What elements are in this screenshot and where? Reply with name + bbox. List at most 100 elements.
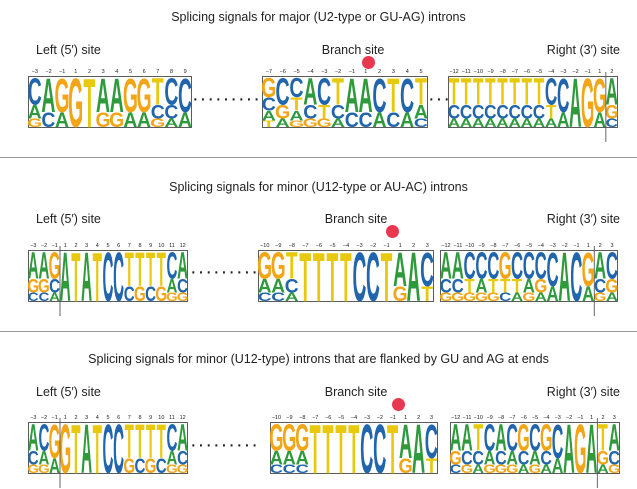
logo-letter-A: A bbox=[472, 462, 484, 475]
logo-letter-C: C bbox=[547, 242, 559, 297]
logo-letter-C: C bbox=[352, 238, 366, 316]
logo-letter-T: T bbox=[322, 410, 333, 488]
logo-letter-G: G bbox=[166, 463, 178, 476]
logo-letter-T: T bbox=[125, 413, 134, 468]
logo-letter-C: C bbox=[594, 275, 606, 296]
logo-letter-G: G bbox=[597, 447, 609, 469]
logo-tick-label: 2 bbox=[601, 415, 604, 421]
logo-letter-C: C bbox=[156, 455, 167, 478]
logo-letter-A: A bbox=[508, 117, 521, 130]
logo-letter-A: A bbox=[262, 108, 276, 124]
logo-tick-label: 4 bbox=[96, 415, 99, 421]
logo-letter-C: C bbox=[262, 95, 276, 116]
logo-letter-A: A bbox=[38, 246, 49, 288]
logo-letter-G: G bbox=[398, 455, 412, 478]
logo-tick-label: 7 bbox=[156, 69, 159, 75]
logo-tick-label: −1 bbox=[52, 415, 58, 421]
logo-tick-label: −5 bbox=[329, 243, 335, 249]
logo-tick-label: −7 bbox=[512, 69, 518, 75]
logo-letter-G: G bbox=[534, 275, 547, 296]
logo-letter-A: A bbox=[177, 418, 188, 460]
logo-letter-A: A bbox=[166, 275, 177, 297]
logo-frame bbox=[28, 422, 188, 474]
logo-letter-G: G bbox=[517, 417, 529, 460]
logo-letter-A: A bbox=[460, 117, 473, 130]
logo-letter-G: G bbox=[295, 417, 309, 459]
logo-tick-label: −10 bbox=[474, 415, 483, 421]
logo-letter-C: C bbox=[606, 245, 618, 288]
logo-letter-G: G bbox=[439, 291, 452, 304]
logo-letter-A: A bbox=[137, 109, 151, 132]
logo-letter-G: G bbox=[483, 462, 496, 475]
logo-letter-G: G bbox=[136, 69, 151, 123]
logo-letter-G: G bbox=[177, 463, 189, 476]
logo-letter-A: A bbox=[523, 275, 535, 296]
logo-tick-label: −5 bbox=[338, 415, 344, 421]
logo-letter-G: G bbox=[540, 417, 552, 460]
logo-tick-label: −5 bbox=[532, 415, 538, 421]
logo-letter-G: G bbox=[38, 275, 50, 297]
logo-tick-label: −6 bbox=[514, 243, 520, 249]
logo-tick-label: 11 bbox=[169, 243, 175, 249]
logo-letter-T: T bbox=[488, 275, 498, 296]
logo-letter-G: G bbox=[54, 69, 69, 123]
logo-letter-C: C bbox=[331, 102, 345, 124]
logo-letter-A: A bbox=[393, 243, 407, 297]
logo-letter-T: T bbox=[157, 241, 166, 296]
logo-letter-C: C bbox=[373, 410, 386, 488]
panel-2-right-site-label: Right (3′) site bbox=[546, 212, 620, 226]
logo-letter-T: T bbox=[546, 100, 557, 122]
logo-letter-G: G bbox=[271, 246, 286, 288]
logo-letter-C: C bbox=[134, 455, 145, 478]
logo-tick-label: 9 bbox=[149, 415, 152, 421]
logo-letter-T: T bbox=[332, 72, 344, 114]
logo-letter-C: C bbox=[49, 275, 60, 297]
logo-letter-T: T bbox=[157, 413, 166, 468]
logo-letter-C: C bbox=[38, 291, 49, 304]
logo-letter-C: C bbox=[102, 411, 113, 488]
logo-letter-A: A bbox=[496, 117, 509, 130]
logo-tick-label: 3 bbox=[613, 415, 616, 421]
logo-tick-label: 9 bbox=[184, 69, 187, 75]
logo-letter-T: T bbox=[93, 239, 102, 316]
logo-tick-label: 12 bbox=[180, 415, 186, 421]
logo-frame bbox=[270, 422, 438, 474]
logo-tick-label: 2 bbox=[599, 243, 602, 249]
logo-tick-label: −6 bbox=[280, 69, 286, 75]
logo-frame bbox=[258, 250, 434, 302]
logo-letter-C: C bbox=[113, 411, 124, 488]
logo-letter-A: A bbox=[164, 117, 178, 130]
logo-letter-G: G bbox=[487, 291, 500, 304]
logo-letter-C: C bbox=[285, 276, 299, 297]
logo-letter-G: G bbox=[316, 117, 331, 130]
logo-tick-label: 5 bbox=[106, 243, 109, 249]
logo-frame bbox=[28, 76, 192, 128]
logo-tick-label: −3 bbox=[30, 415, 36, 421]
logo-letter-G: G bbox=[261, 73, 276, 104]
logo-letter-C: C bbox=[463, 245, 475, 288]
logo-tick-label: −3 bbox=[555, 415, 561, 421]
logo-letter-A: A bbox=[331, 117, 346, 130]
logo-tick-label: −3 bbox=[550, 243, 556, 249]
logo-letter-C: C bbox=[164, 72, 178, 114]
logo-letter-G: G bbox=[155, 283, 167, 306]
logo-tick-label: 1 bbox=[64, 243, 67, 249]
logo-letter-G: G bbox=[59, 411, 71, 488]
logo-letter-G: G bbox=[303, 117, 318, 130]
logo-letter-A: A bbox=[558, 238, 570, 316]
logo-letter-C: C bbox=[38, 418, 49, 460]
logo-letter-T: T bbox=[125, 241, 134, 296]
logo-letter-G: G bbox=[166, 291, 178, 304]
logo-tick-label: −8 bbox=[289, 243, 295, 249]
logo-letter-G: G bbox=[123, 455, 135, 478]
logo-tick-label: −5 bbox=[536, 69, 542, 75]
logo-letter-A: A bbox=[271, 276, 285, 297]
logo-letter-C: C bbox=[425, 414, 438, 468]
logo-letter-A: A bbox=[552, 454, 564, 478]
logo-letter-G: G bbox=[269, 417, 283, 459]
logo-letter-G: G bbox=[581, 64, 594, 142]
